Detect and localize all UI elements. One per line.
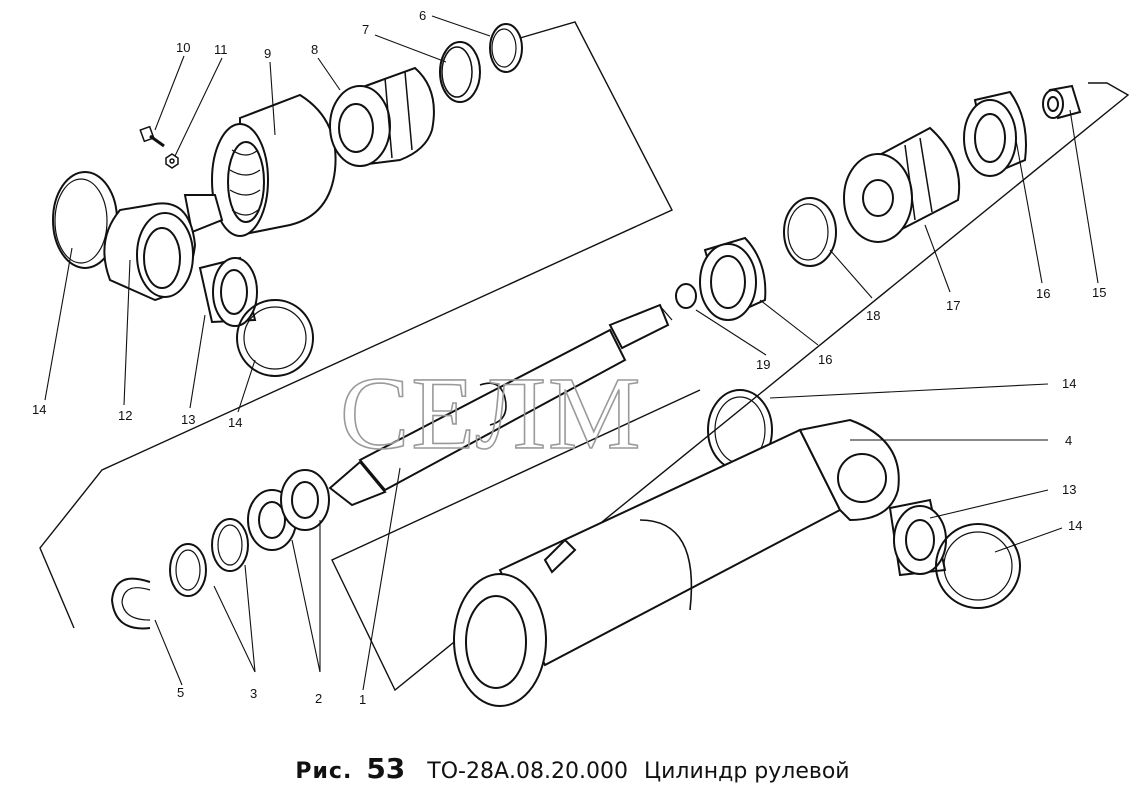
part-14-ring-right bbox=[935, 523, 1021, 609]
figure-word: Рис. bbox=[295, 759, 353, 784]
callout-15: 15 bbox=[1092, 285, 1106, 300]
callout-11: 11 bbox=[214, 42, 228, 57]
watermark: СЕЛМ bbox=[340, 356, 643, 471]
part-13-bearing-left bbox=[198, 256, 258, 327]
part-12-rod-head bbox=[103, 194, 224, 302]
part-7-ring bbox=[439, 41, 481, 103]
callout-7: 7 bbox=[362, 22, 369, 37]
part-16-split-bushing-middle bbox=[699, 236, 767, 321]
callout-14-right: 14 bbox=[1068, 518, 1082, 533]
part-2-split-bushings bbox=[247, 469, 330, 551]
part-19-o-ring bbox=[675, 283, 697, 309]
callout-2: 2 bbox=[315, 691, 322, 706]
part-3-rings bbox=[169, 518, 249, 597]
callout-12: 12 bbox=[118, 408, 132, 423]
part-5-retaining-ring bbox=[110, 577, 151, 630]
callout-13-right: 13 bbox=[1062, 482, 1076, 497]
callout-14-lower-left: 14 bbox=[228, 415, 242, 430]
part-17-piston bbox=[843, 126, 961, 243]
callout-8: 8 bbox=[311, 42, 318, 57]
callout-5: 5 bbox=[177, 685, 184, 700]
callout-18: 18 bbox=[866, 308, 880, 323]
callout-14-center: 14 bbox=[1062, 376, 1076, 391]
drawing-code: ТО-28А.08.20.000 bbox=[427, 759, 628, 784]
callout-3: 3 bbox=[250, 686, 257, 701]
callout-labels: 10 11 9 8 7 6 14 12 13 14 5 3 2 1 19 16 … bbox=[32, 8, 1106, 707]
figure-number: 53 bbox=[366, 752, 406, 785]
callout-1: 1 bbox=[359, 692, 366, 707]
callout-10: 10 bbox=[176, 40, 190, 55]
assembly-frame bbox=[39, 21, 1130, 692]
part-9-gland-nut bbox=[211, 93, 337, 237]
part-6-ring bbox=[489, 23, 523, 73]
part-1-piston-rod bbox=[328, 303, 673, 507]
part-8-bushing bbox=[329, 66, 435, 167]
figure-caption: Рис. 53 ТО-28А.08.20.000 Цилиндр рулевой bbox=[0, 752, 1145, 785]
callout-19: 19 bbox=[756, 357, 770, 372]
part-16-split-bushing-right bbox=[963, 90, 1027, 177]
callout-6: 6 bbox=[419, 8, 426, 23]
part-15-fitting bbox=[1042, 84, 1082, 120]
part-11-nut bbox=[165, 153, 179, 169]
callout-16-right: 16 bbox=[1036, 286, 1050, 301]
callout-14-left: 14 bbox=[32, 402, 46, 417]
callout-17: 17 bbox=[946, 298, 960, 313]
part-10-bolt bbox=[139, 125, 165, 148]
leader-lines bbox=[44, 15, 1099, 691]
figure-title: Цилиндр рулевой bbox=[644, 759, 850, 784]
part-4-cylinder-body bbox=[453, 418, 900, 707]
part-18-ring bbox=[783, 197, 837, 267]
callout-13-left: 13 bbox=[181, 412, 195, 427]
part-14-ring-lower-left bbox=[236, 299, 314, 377]
part-13-bearing-right bbox=[888, 498, 947, 577]
callout-16-middle: 16 bbox=[818, 352, 832, 367]
callout-9: 9 bbox=[264, 46, 271, 61]
callout-4: 4 bbox=[1065, 433, 1072, 448]
